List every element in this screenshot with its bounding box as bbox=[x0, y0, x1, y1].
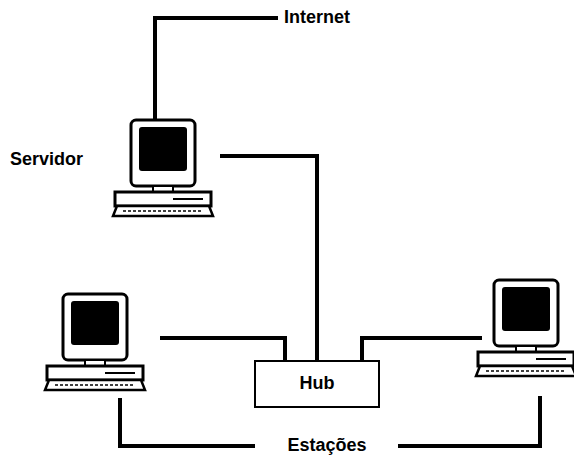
network-label: Internet bbox=[284, 8, 350, 28]
server-computer: Servidor bbox=[8, 112, 220, 220]
group-bracket bbox=[120, 398, 255, 446]
server-icon bbox=[108, 118, 218, 218]
station-computer bbox=[476, 280, 574, 376]
station-computer bbox=[45, 294, 145, 390]
node-label: Internet bbox=[284, 8, 350, 28]
group-label: Estações bbox=[283, 436, 370, 456]
node-label: Hub bbox=[300, 374, 335, 394]
hub-box: Hub bbox=[254, 360, 380, 408]
station-wire bbox=[362, 338, 482, 362]
node-label: Servidor bbox=[10, 150, 83, 170]
network-cable bbox=[220, 156, 317, 360]
network-cable bbox=[155, 18, 278, 120]
station-wire bbox=[160, 338, 285, 362]
group-bracket bbox=[398, 396, 540, 446]
